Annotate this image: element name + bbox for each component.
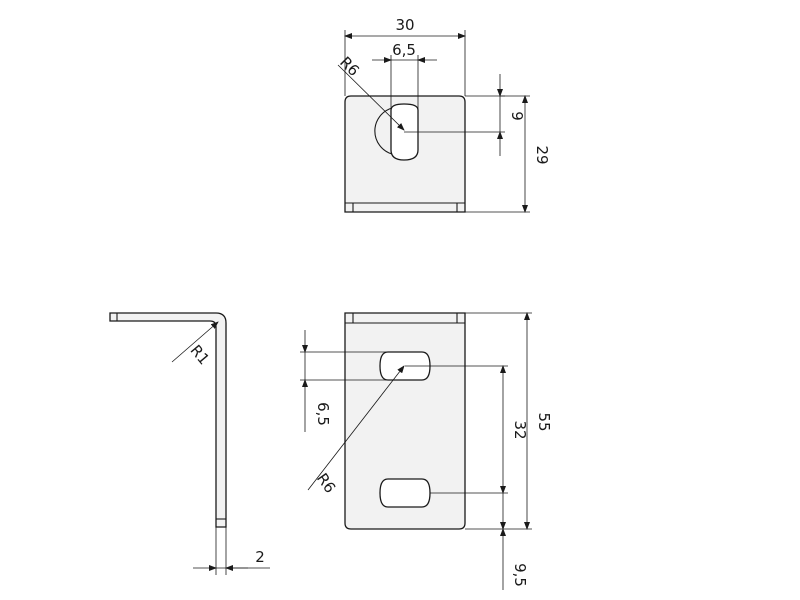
dim-top-radius: R6	[336, 53, 363, 80]
dim-front-slot-width: 6,5	[314, 402, 332, 426]
dim-side-thickness: 2	[255, 548, 265, 566]
dim-front-slot-spacing: 32	[511, 420, 529, 439]
front-view	[344, 312, 466, 530]
front-view-outline	[344, 312, 466, 530]
side-view	[109, 312, 227, 528]
dim-top-slot-depth: 9	[508, 111, 526, 121]
front-view-slot-lower	[379, 478, 431, 508]
dim-front-height: 55	[535, 412, 553, 431]
leader-side-radius	[171, 321, 219, 363]
leader-front-radius	[307, 365, 405, 491]
side-view-profile	[109, 312, 227, 528]
dim-top-slot-width: 6,5	[392, 41, 416, 59]
leader-top-radius	[337, 64, 405, 131]
dim-front-radius: R6	[313, 470, 339, 497]
dim-front-bottom-offset: 9,5	[511, 563, 529, 587]
dim-top-width: 30	[395, 16, 414, 34]
side-view-dimensions: R1 2	[171, 321, 270, 575]
top-view	[344, 95, 466, 213]
dim-top-height: 29	[533, 145, 551, 164]
